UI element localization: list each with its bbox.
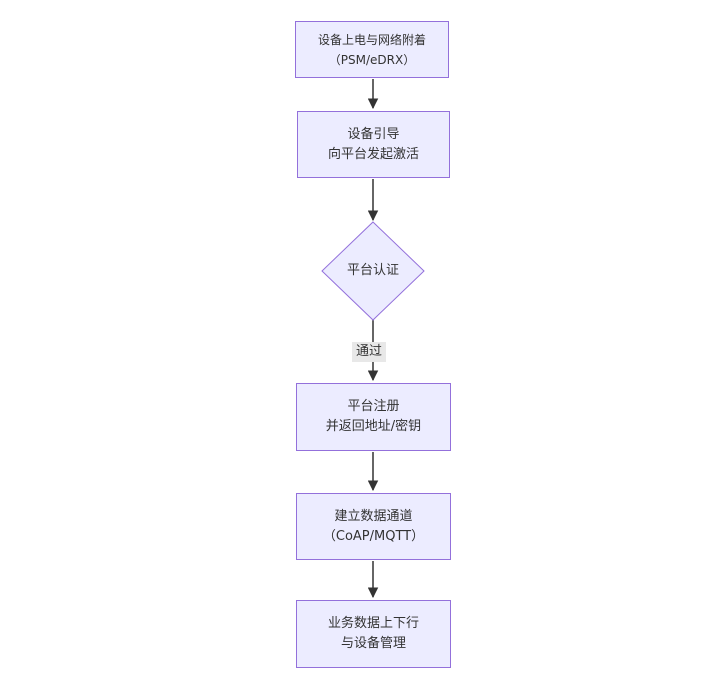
edge-label-pass: 通过 <box>352 342 387 362</box>
node-power-attach-line1: 设备上电与网络附着 <box>317 32 426 47</box>
node-bootstrap-line1: 设备引导 <box>347 126 400 142</box>
node-register: 平台注册 并返回地址/密钥 <box>296 383 451 451</box>
node-power-attach-line2: （PSM/eDRX） <box>328 52 416 67</box>
node-channel-line1: 建立数据通道 <box>334 508 413 524</box>
node-bootstrap: 设备引导 向平台发起激活 <box>297 111 450 178</box>
node-power-attach: 设备上电与网络附着 （PSM/eDRX） <box>295 21 449 78</box>
node-register-line2: 并返回地址/密钥 <box>325 419 422 434</box>
decision-diamond-platform-auth <box>321 221 425 321</box>
node-register-line1: 平台注册 <box>347 399 400 414</box>
node-business: 业务数据上下行 与设备管理 <box>296 600 451 668</box>
decision-platform-auth-label: 平台认证 <box>346 263 399 278</box>
node-channel-line2: （CoAP/MQTT） <box>322 528 425 544</box>
node-business-line2: 与设备管理 <box>340 636 406 651</box>
node-bootstrap-line2: 向平台发起激活 <box>327 146 419 162</box>
node-business-line1: 业务数据上下行 <box>327 616 419 631</box>
node-channel: 建立数据通道 （CoAP/MQTT） <box>296 493 451 560</box>
